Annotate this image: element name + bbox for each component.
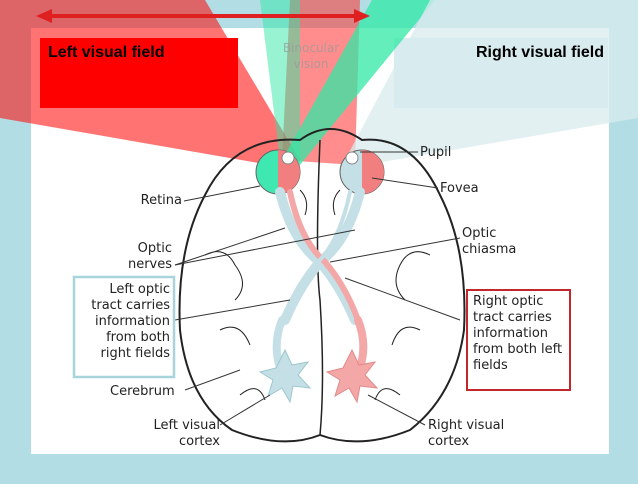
right-eye bbox=[339, 149, 385, 195]
right-visual-cortex-label: Right visual cortex bbox=[428, 418, 505, 449]
right-visual-cortex-star bbox=[325, 348, 379, 404]
fovea-label: Fovea bbox=[440, 181, 479, 196]
binocular-vision-label: Binocular vision bbox=[282, 41, 340, 71]
left-eye-beam bbox=[282, 0, 360, 165]
field-span-arrow bbox=[36, 9, 370, 23]
optic-nerves-label: Optic nerves bbox=[127, 241, 172, 272]
green-beam-left bbox=[260, 0, 300, 162]
right-visual-field-label: Right visual field bbox=[475, 44, 604, 61]
left-visual-cortex-label: Left visual cortex bbox=[153, 418, 221, 449]
left-visual-cortex-star bbox=[258, 348, 312, 404]
leader-lines bbox=[174, 151, 461, 426]
left-eye bbox=[255, 149, 301, 195]
left-optic-tract-label: Left optic tract carries information fro… bbox=[91, 282, 170, 361]
right-optic-tract-label: Right optic tract carries information fr… bbox=[473, 294, 563, 373]
brain-outline bbox=[178, 128, 466, 443]
right-tract-box bbox=[466, 289, 571, 391]
optic-chiasma-label: Optic chiasma bbox=[462, 226, 517, 257]
pupil-label: Pupil bbox=[420, 145, 452, 160]
retina-label: Retina bbox=[140, 193, 182, 208]
left-tract-box bbox=[72, 275, 176, 379]
right-field-beam bbox=[345, 0, 638, 165]
left-visual-field-label: Left visual field bbox=[48, 44, 165, 61]
cerebrum-label: Cerebrum bbox=[110, 384, 175, 399]
binocular-beam bbox=[282, 0, 435, 165]
left-field-beam bbox=[0, 0, 300, 165]
